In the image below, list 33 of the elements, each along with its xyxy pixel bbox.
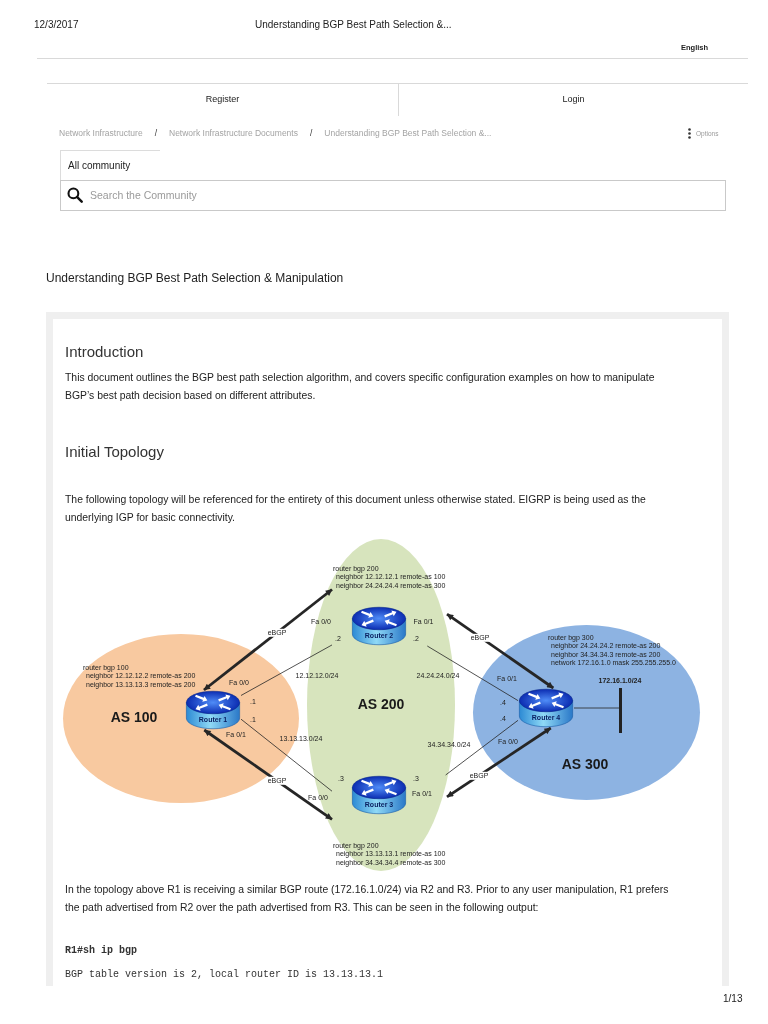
double-arrow — [203, 728, 333, 821]
code-line: R1#sh ip bgp — [65, 944, 137, 957]
scope-tab: All community — [60, 150, 160, 180]
as-label: AS 100 — [110, 709, 158, 725]
breadcrumb-separator: / — [309, 128, 313, 139]
paragraph: In the topology above R1 is receiving a similar BGP route (172.16.1.0/24) via R2 and R3. Prior to any user manipulation, R1 prefers the path advertised from R2 over the path advertised from R3. This can be seen in the following output: — [65, 883, 670, 915]
double-arrow — [446, 612, 555, 690]
search-field: Search the Community — [60, 180, 726, 211]
print-title: Understanding BGP Best Path Selection &... — [255, 18, 452, 31]
print-date: 12/3/2017 — [34, 18, 79, 31]
link-line — [240, 718, 333, 792]
register-link: Register — [204, 93, 241, 106]
breadcrumb-link: Network Infrastructure — [59, 128, 143, 139]
page-title: Understanding BGP Best Path Selection & Manipulation — [46, 271, 344, 286]
paragraph: This document outlines the BGP best path selection algorithm, and covers specific configuration examples on how to manipulate BGP’s best path decision based on different attributes. — [65, 370, 656, 403]
link-line — [445, 719, 519, 776]
breadcrumb-current: Understanding BGP Best Path Selection &... — [324, 128, 492, 139]
double-arrow — [446, 726, 552, 799]
link-line — [426, 645, 519, 701]
page-number: 1/13 — [723, 993, 743, 1005]
as-label: AS 300 — [561, 756, 609, 772]
as-label: AS 200 — [357, 696, 405, 712]
section-heading: Introduction — [65, 343, 144, 361]
double-arrow — [203, 588, 333, 692]
network-segment — [619, 688, 622, 733]
link-line — [573, 707, 620, 709]
breadcrumb-separator: / — [154, 128, 157, 139]
breadcrumb-link: Network Infrastructure Documents — [169, 128, 298, 139]
code-line: BGP table version is 2, local router ID is 13.13.13.1 — [65, 969, 384, 981]
paragraph: The following topology will be referenced for the entirety of this document unless otherwise stated. EIGRP is being used as the underlying IGP for basic connectivity. — [65, 493, 647, 525]
link-line — [240, 644, 333, 696]
login-link: Login — [561, 93, 586, 106]
section-heading: Initial Topology — [65, 443, 164, 461]
